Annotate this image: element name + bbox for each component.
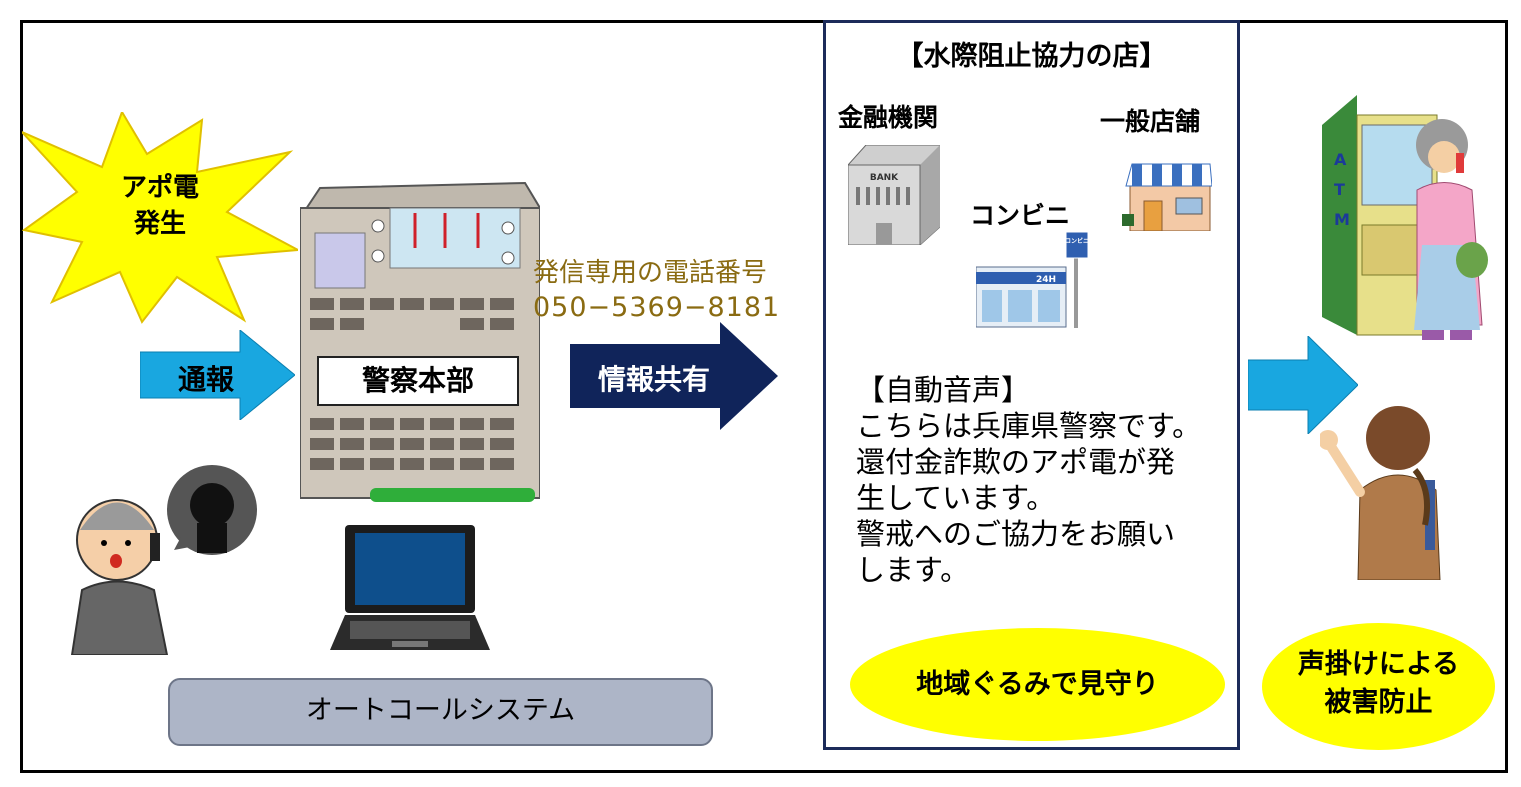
police-building-icon (300, 181, 540, 502)
community-watch-label: 地域ぐるみで見守り (916, 669, 1159, 700)
info-share-arrow (570, 322, 778, 430)
bank-building-icon: BANK (848, 145, 940, 245)
conv-sign: 24H (1036, 275, 1056, 285)
auto-voice-line: 還付金詐欺のアポ電が発 (856, 445, 1176, 479)
atm-letter: A (1334, 150, 1347, 169)
alert-label: アポ電 発生 (100, 170, 220, 242)
prevention-line2: 被害防止 (1324, 687, 1433, 718)
auto-voice-message: 【自動音声】 こちらは兵庫県警察です。 還付金詐欺のアポ電が発 生しています。 … (856, 372, 1201, 588)
dial-out-number: 050−5369−8181 (533, 292, 781, 323)
auto-voice-heading: 【自動音声】 (856, 373, 1031, 407)
convenience-store-icon: 24H コンビニ (976, 232, 1089, 328)
atm-sign: A T M (1334, 150, 1352, 229)
waving-person-icon (1320, 406, 1441, 580)
atm-letter: M (1334, 210, 1350, 229)
laptop-icon (330, 525, 490, 650)
report-arrow (140, 330, 295, 420)
shop-building-icon (1122, 163, 1212, 231)
bank-sign: BANK (870, 173, 899, 183)
prevention-label: 声掛けによる 被害防止 (1262, 646, 1495, 722)
conv-pole-sign: コンビニ (1065, 237, 1089, 245)
info-share-label: 情報共有 (598, 363, 711, 396)
auto-voice-line: します。 (856, 553, 970, 587)
elderly-man-on-phone-icon (70, 465, 257, 655)
dial-out-caption: 発信専用の電話番号 (533, 258, 768, 288)
partner-store-title: 【水際阻止協力の店】 (896, 41, 1167, 72)
elderly-woman-at-atm-icon: A T M (1322, 95, 1488, 340)
police-hq-label: 警察本部 (317, 356, 519, 406)
auto-voice-line: こちらは兵庫県警察です。 (856, 409, 1202, 443)
alert-starburst (22, 112, 298, 324)
community-watch-ellipse (850, 628, 1225, 741)
convenience-store-label: コンビニ (970, 201, 1071, 230)
prevention-arrow (1248, 336, 1358, 434)
alert-line1: アポ電 (120, 173, 199, 203)
general-store-label: 一般店舗 (1100, 107, 1201, 136)
autocall-system-label: オートコールシステム (305, 695, 576, 726)
partner-store-panel (823, 20, 1240, 750)
prevention-line1: 声掛けによる (1297, 649, 1460, 680)
autocall-system-box (168, 678, 713, 746)
alert-line2: 発生 (133, 209, 186, 239)
auto-voice-line: 生しています。 (856, 481, 1056, 515)
atm-letter: T (1334, 180, 1345, 199)
report-arrow-label: 通報 (178, 363, 235, 396)
auto-voice-line: 警戒へのご協力をお願い (856, 517, 1176, 551)
financial-institution-label: 金融機関 (838, 103, 939, 132)
prevention-ellipse (1262, 623, 1495, 750)
